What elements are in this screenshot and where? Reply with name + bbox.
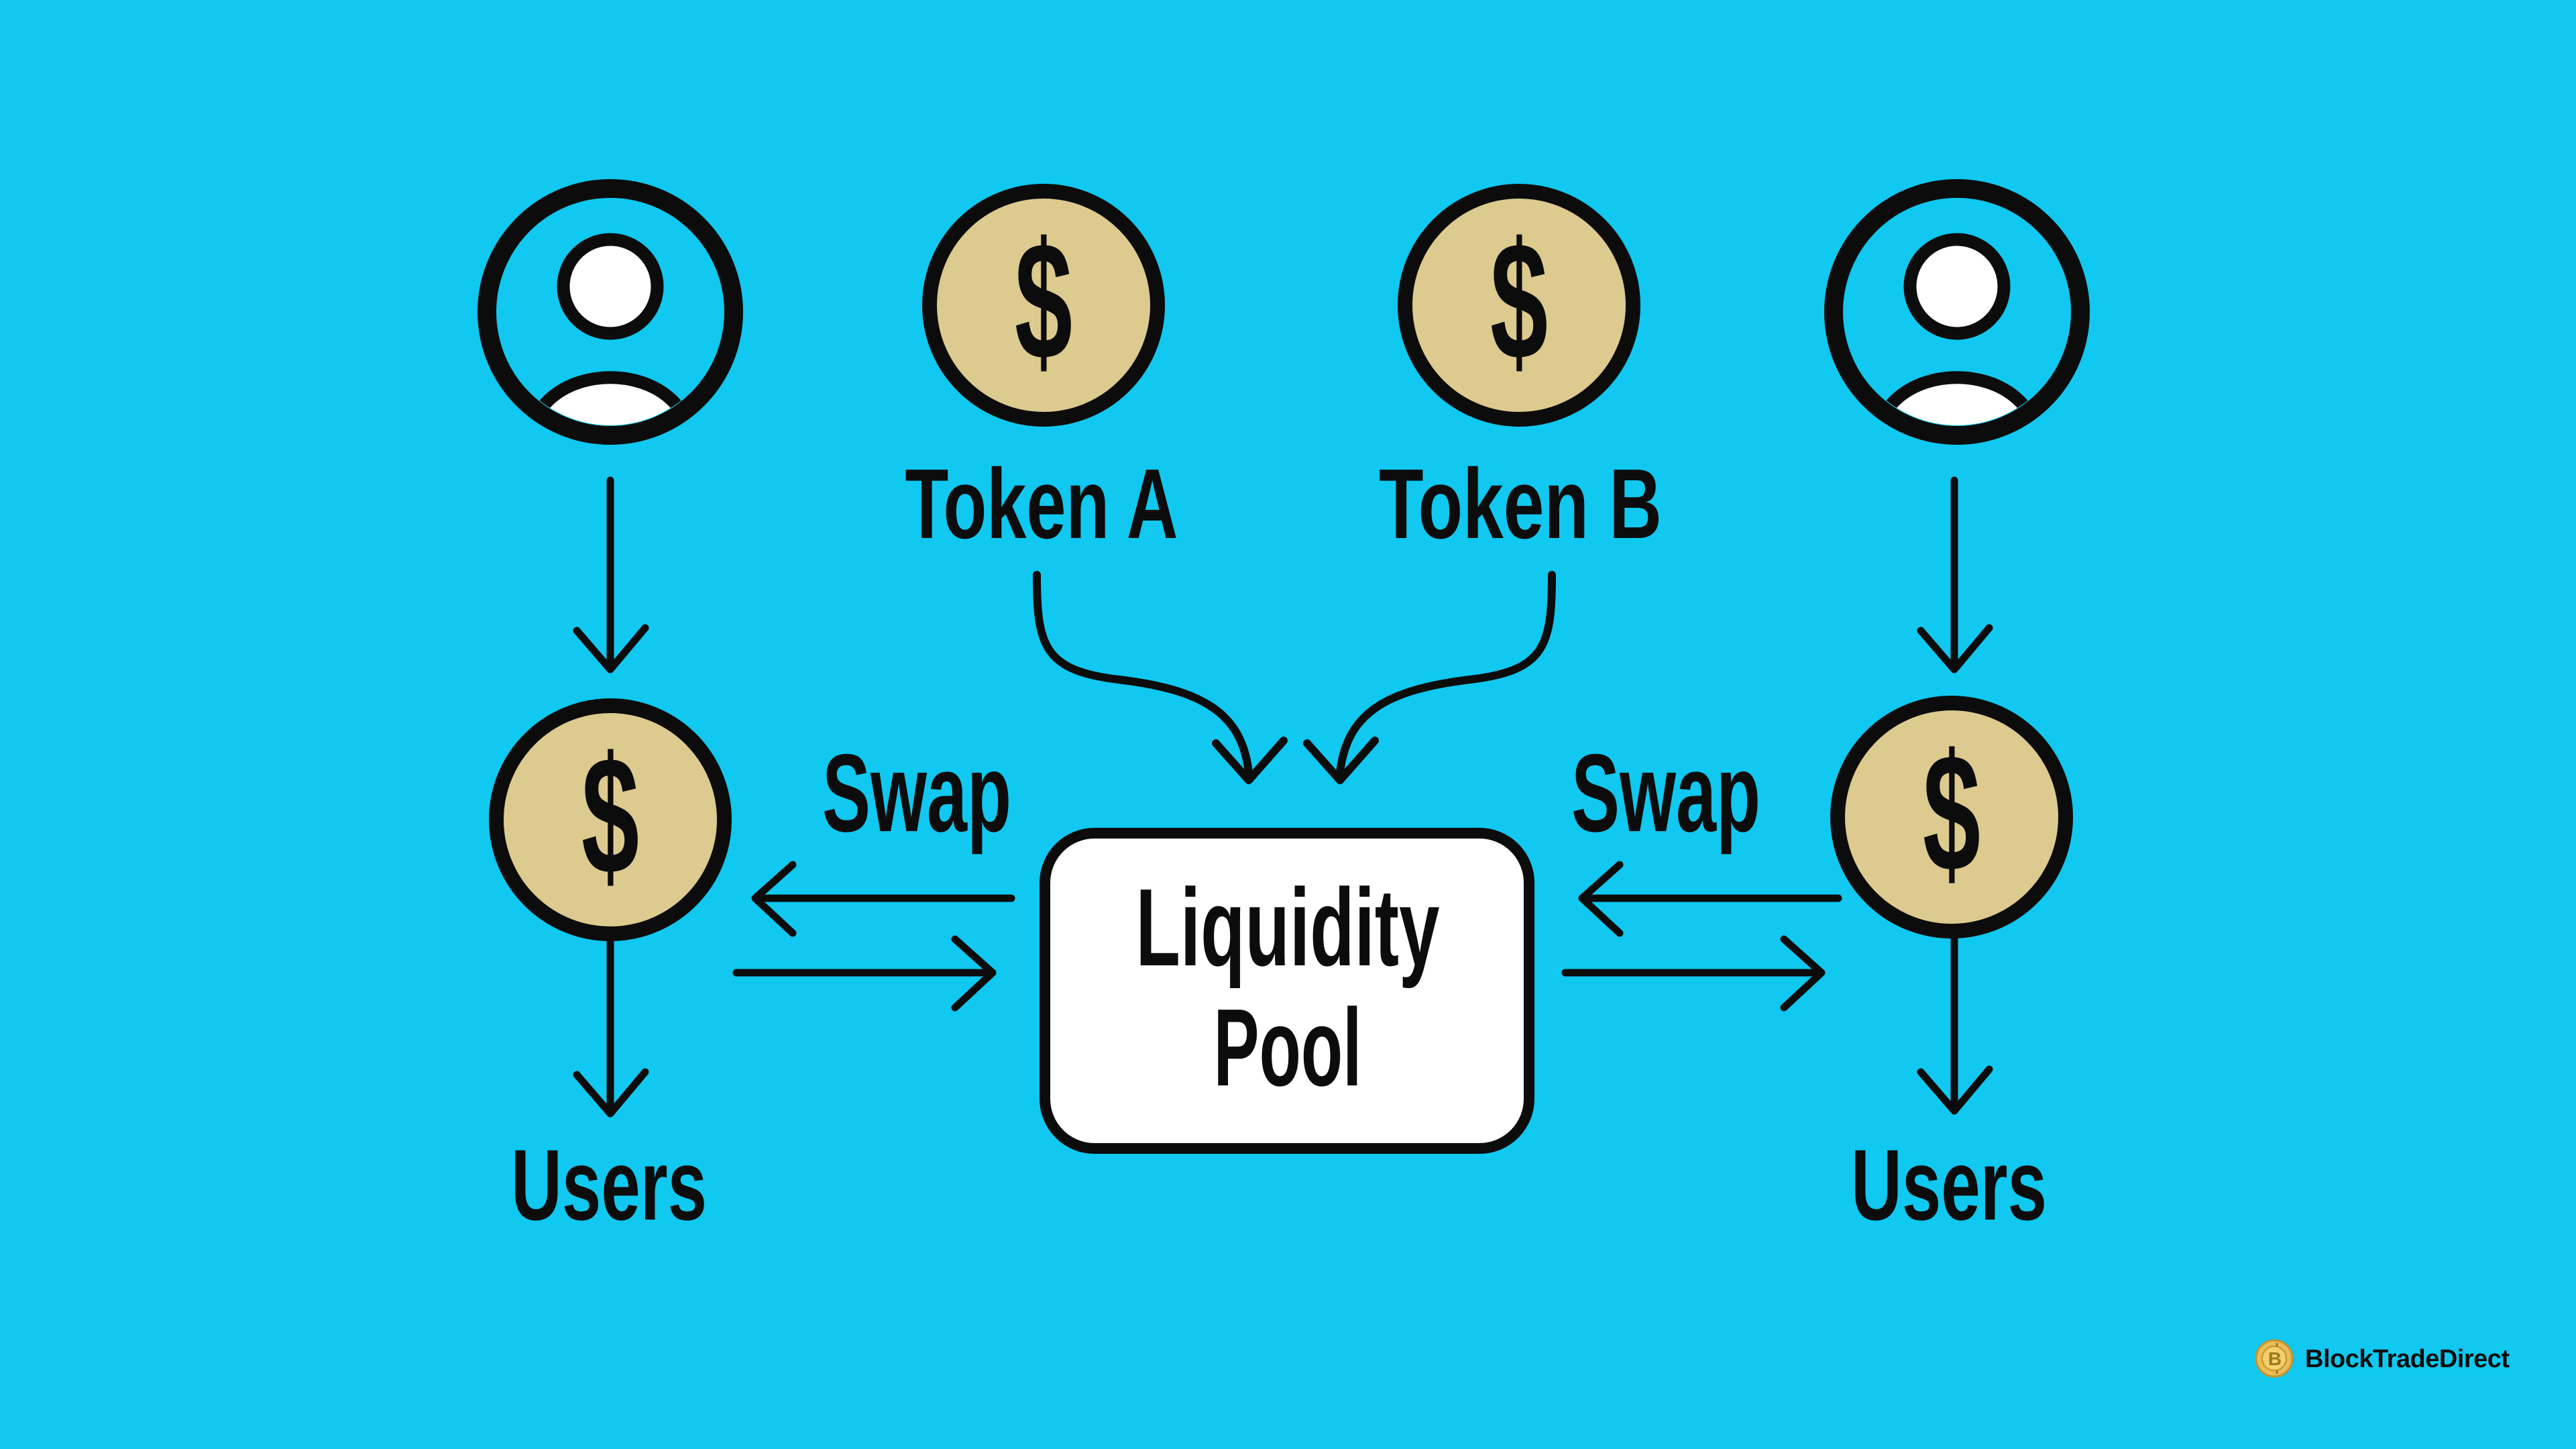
arrow-user-to-coin-left xyxy=(573,476,649,674)
swap-coin-icon-right: $ xyxy=(1830,696,2073,938)
arrow-coin-to-users-right xyxy=(1917,934,1993,1115)
swap-arrow-right-upper xyxy=(1578,861,1842,937)
swap-arrow-left-upper xyxy=(751,861,1015,937)
arrow-coin-to-users-left xyxy=(573,936,649,1118)
swap-label-right: Swap xyxy=(1571,731,1760,855)
brand-name: BlockTradeDirect xyxy=(2305,1345,2510,1373)
dollar-sign-icon: $ xyxy=(1490,207,1548,394)
arrow-token-b-to-pool xyxy=(1303,571,1556,784)
pool-label-line1: Liquidity xyxy=(1136,866,1440,989)
arrow-user-to-coin-right xyxy=(1917,476,1993,674)
bitcoin-b-symbol: B xyxy=(2268,1348,2282,1369)
swap-coin-icon-left: $ xyxy=(489,698,732,941)
token-a-coin-icon: $ xyxy=(922,184,1165,427)
users-label-left: Users xyxy=(511,1128,707,1241)
swap-arrow-right-lower xyxy=(1561,935,1826,1012)
dollar-sign-icon: $ xyxy=(1923,719,1980,906)
arrow-token-a-to-pool xyxy=(1033,571,1288,784)
pool-label-line2: Pool xyxy=(1214,986,1362,1109)
users-label-right: Users xyxy=(1851,1128,2047,1241)
swap-label-left: Swap xyxy=(822,731,1011,855)
token-b-coin-icon: $ xyxy=(1398,184,1640,427)
swap-arrow-left-lower xyxy=(732,935,997,1012)
token-b-label: Token B xyxy=(1379,449,1662,559)
liquidity-pool-box: Liquidity Pool xyxy=(1040,828,1534,1154)
dollar-sign-icon: $ xyxy=(581,722,639,909)
token-a-label: Token A xyxy=(905,449,1178,559)
brand-logo: B BlockTradeDirect xyxy=(2255,1339,2510,1378)
bitcoin-coin-icon: B xyxy=(2255,1339,2294,1378)
dollar-sign-icon: $ xyxy=(1015,207,1072,394)
